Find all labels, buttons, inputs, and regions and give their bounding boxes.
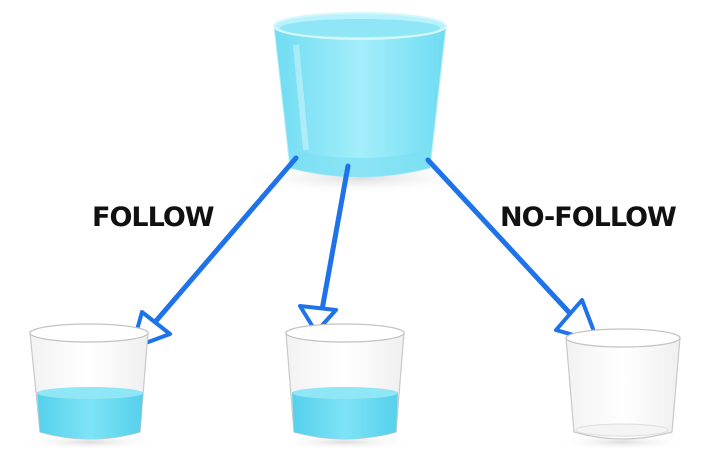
arrow-to-middle-glass — [298, 163, 351, 334]
source-glass — [240, 12, 480, 194]
no-follow-label: NO-FOLLOW — [500, 202, 676, 233]
arrow-to-left-glass — [130, 155, 299, 350]
arrow-to-right-glass — [425, 157, 600, 344]
right-glass — [556, 328, 688, 450]
left-glass — [20, 323, 160, 450]
middle-glass — [277, 323, 413, 450]
follow-label: FOLLOW — [92, 202, 214, 233]
